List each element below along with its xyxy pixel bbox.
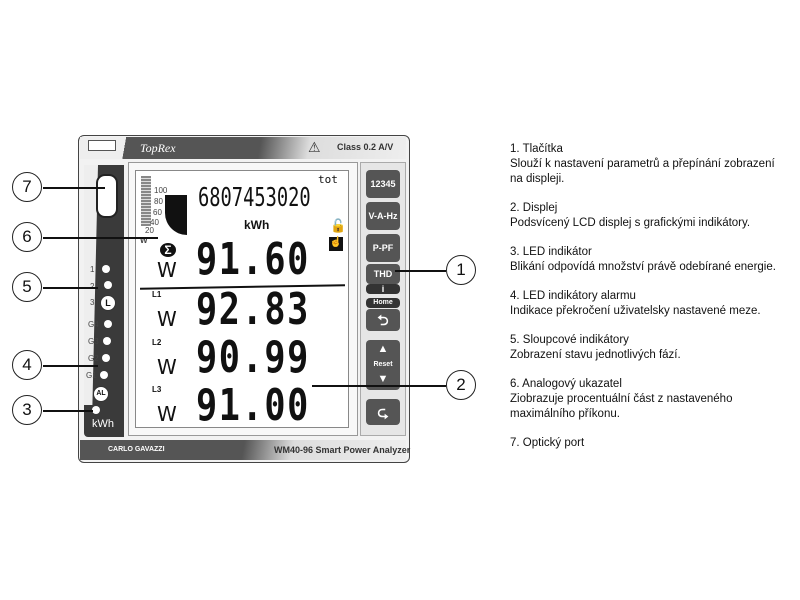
device-bottom-bar [80, 440, 406, 460]
total-label: tot [318, 173, 338, 186]
thd-button[interactable]: THD [366, 264, 400, 284]
alarm-led [104, 320, 112, 328]
alarm-led [102, 354, 110, 362]
unit-w: W [157, 258, 177, 282]
phase-icon-l1: L1 [152, 290, 162, 299]
legend-text: Slouží k nastavení parametrů a přepínání… [510, 158, 775, 185]
phase-led [102, 265, 110, 273]
page-select-button[interactable]: 12345 [366, 170, 400, 198]
callout-line [43, 287, 98, 289]
accuracy-class: Class 0.2 A/V [337, 142, 394, 152]
phase-badge: L [100, 295, 116, 311]
reset-label: Reset [373, 361, 393, 368]
home-enter-icon[interactable]: ⮌ [366, 309, 400, 331]
total-energy-unit: kWh [244, 218, 270, 232]
gauge-scale-label: 40 [150, 218, 159, 227]
analog-gauge [165, 195, 187, 235]
alarm-led-label: G4 [88, 320, 99, 329]
alarm-led-label: G2 [88, 354, 99, 363]
unit-w: W [157, 307, 177, 331]
gauge-scale-label: 80 [154, 197, 163, 206]
p-pf-button[interactable]: P-PF [366, 234, 400, 262]
legend-title: 2. Displej [510, 202, 558, 214]
callout-7: 7 [12, 172, 42, 202]
v-a-hz-button[interactable]: V-A-Hz [366, 202, 400, 230]
alarm-led [103, 337, 111, 345]
legend-item-7: 7. Optický port [510, 436, 790, 451]
callout-4: 4 [12, 350, 42, 380]
legend-title: 1. Tlačítka [510, 143, 563, 155]
l2-power-value: 90.99 [196, 332, 310, 383]
unlock-icon: 🔓 [330, 218, 347, 233]
unit-w: W [157, 355, 177, 379]
energy-led-label: kWh [92, 418, 114, 430]
enter-button[interactable]: ⮎ [366, 399, 400, 425]
gauge-scale-label: 60 [153, 208, 162, 217]
model-label: WM40-96 Smart Power Analyzer [274, 445, 411, 455]
phase-led-label: 1 [90, 265, 95, 274]
legend-title: 4. LED indikátory alarmu [510, 290, 636, 302]
callout-line [43, 187, 105, 189]
legend-text: Zobrazení stavu jednotlivých fází. [510, 349, 681, 361]
legend-text: Indikace překročení uživatelsky nastaven… [510, 305, 761, 317]
energy-led [92, 406, 100, 414]
gauge-scale-label: 20 [145, 226, 154, 235]
callout-3: 3 [12, 395, 42, 425]
legend-title: 5. Sloupcové indikátory [510, 334, 629, 346]
reset-button[interactable]: ▲ Reset ▼ [366, 340, 400, 390]
l1-power-value: 92.83 [196, 284, 310, 335]
gauge-scale-label: 100 [154, 186, 168, 195]
phase-icon-l2: L2 [152, 338, 162, 347]
callout-line [43, 410, 93, 412]
phase-led-label: 3 [90, 298, 95, 307]
up-arrow-icon: ▲ [377, 343, 389, 355]
total-power-value: 91.60 [196, 234, 310, 285]
info-button[interactable]: i [366, 284, 400, 294]
alarm-led-label: G1 [86, 371, 97, 380]
callout-5: 5 [12, 272, 42, 302]
touch-icon: ☝ [329, 237, 343, 251]
alarm-led [100, 371, 108, 379]
callout-line [43, 365, 98, 367]
alarm-badge: AL [93, 386, 109, 402]
legend-title: 7. Optický port [510, 437, 585, 449]
home-button[interactable]: Home [366, 298, 400, 308]
unit-w: W [157, 402, 177, 426]
manufacturer-logo: CARLO GAVAZZI [108, 446, 165, 453]
warning-icon: ⚠ [308, 139, 321, 155]
callout-1: 1 [446, 255, 476, 285]
alarm-led-label: G3 [88, 337, 99, 346]
callout-6: 6 [12, 222, 42, 252]
gauge-unit: W [140, 236, 148, 245]
brand-logo: TopRex [140, 141, 176, 155]
callout-2: 2 [446, 370, 476, 400]
l3-power-value: 91.00 [196, 380, 310, 431]
label-slot [88, 140, 116, 151]
phase-icon-l3: L3 [152, 385, 162, 394]
phase-led [104, 281, 112, 289]
legend-text: Blikání odpovídá množství právě odebíran… [510, 261, 776, 273]
total-energy-value: 6807453020 [198, 183, 311, 213]
legend-title: 6. Analogový ukazatel [510, 378, 622, 390]
callout-line [395, 270, 446, 272]
legend-title: 3. LED indikátor [510, 246, 592, 258]
down-arrow-icon: ▼ [377, 373, 389, 385]
legend-text: Ziobrazuje procentuální část z nastavené… [510, 393, 733, 420]
callout-line [43, 237, 158, 239]
optical-port [96, 174, 118, 218]
bar-graph [141, 176, 151, 226]
phase-icon-sum: Σ [160, 243, 176, 257]
callout-line [312, 385, 446, 387]
phase-led-label: 2 [90, 282, 94, 291]
device-top-bar [80, 137, 406, 159]
legend-text: Podsvícený LCD displej s grafickými indi… [510, 217, 751, 229]
